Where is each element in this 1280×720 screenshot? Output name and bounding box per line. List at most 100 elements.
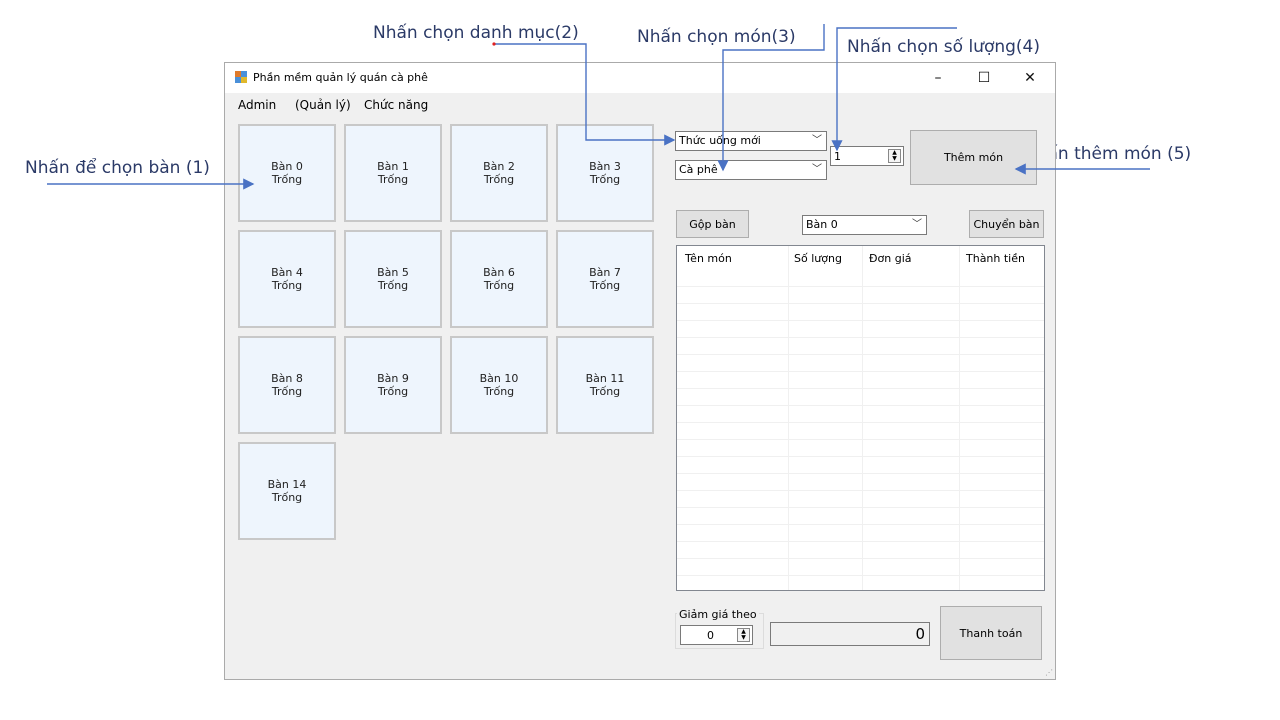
grid-line (677, 422, 1044, 423)
table-name: Bàn 2 (483, 160, 515, 173)
table-button[interactable]: Bàn 11 Trống (556, 336, 654, 434)
grid-line (677, 286, 1044, 287)
grid-line (677, 507, 1044, 508)
annotation-select-food: Nhấn chọn món(3) (637, 27, 796, 47)
menu-bar: Admin (Quản lý) Chức năng (225, 93, 1055, 115)
category-select-value: Thức uống mới (679, 134, 761, 147)
column-header[interactable]: Tên món (685, 252, 732, 265)
grid-line (677, 575, 1044, 576)
minimize-button[interactable]: – (934, 70, 942, 86)
table-status: Trống (483, 173, 515, 186)
grid-line (677, 337, 1044, 338)
table-name: Bàn 14 (267, 478, 307, 491)
column-divider (862, 246, 863, 590)
grid-line (677, 439, 1044, 440)
column-header[interactable]: Thành tiền (966, 252, 1025, 265)
switch-table-select-value: Bàn 0 (806, 218, 838, 231)
table-name: Bàn 9 (377, 372, 409, 385)
grid-line (677, 558, 1044, 559)
food-select-value: Cà phê (679, 163, 718, 176)
table-status: Trống (271, 279, 303, 292)
table-status: Trống (271, 491, 303, 504)
table-status: Trống (483, 385, 515, 398)
maximize-button[interactable]: ☐ (977, 70, 991, 86)
table-name: Bàn 11 (585, 372, 625, 385)
app-icon (235, 71, 247, 83)
table-button[interactable]: Bàn 8 Trống (238, 336, 336, 434)
resize-grip-icon[interactable]: ⋰ (1045, 668, 1053, 677)
merge-table-button[interactable]: Gộp bàn (676, 210, 749, 238)
column-divider (788, 246, 789, 590)
table-button[interactable]: Bàn 14 Trống (238, 442, 336, 540)
annotation-add-food: Nhấn thêm món (5) (1024, 144, 1192, 164)
grid-line (677, 405, 1044, 406)
grid-line (677, 303, 1044, 304)
chevron-down-icon: ﹀ (812, 164, 822, 175)
column-header[interactable]: Số lượng (794, 252, 842, 265)
grid-line (677, 490, 1044, 491)
menu-functions[interactable]: Chức năng (364, 98, 429, 112)
grid-line (677, 320, 1044, 321)
grid-line (677, 473, 1044, 474)
table-name: Bàn 3 (589, 160, 621, 173)
table-status: Trống (589, 173, 621, 186)
discount-label: Giảm giá theo (677, 608, 759, 621)
table-button[interactable]: Bàn 7 Trống (556, 230, 654, 328)
switch-table-button[interactable]: Chuyển bàn (969, 210, 1044, 238)
table-name: Bàn 5 (377, 266, 409, 279)
food-select[interactable]: Cà phê ﹀ (675, 160, 827, 180)
app-window: Phần mềm quản lý quán cà phê – ☐ ✕ Admin… (224, 62, 1056, 680)
discount-value: 0 (707, 629, 714, 642)
table-status: Trống (271, 173, 303, 186)
chevron-down-icon: ﹀ (812, 135, 822, 146)
category-select[interactable]: Thức uống mới ﹀ (675, 131, 827, 151)
table-status: Trống (589, 279, 621, 292)
stepper-arrows-icon[interactable]: ▲▼ (737, 628, 750, 642)
grid-line (677, 388, 1044, 389)
table-name: Bàn 8 (271, 372, 303, 385)
column-divider (959, 246, 960, 590)
grid-line (677, 371, 1044, 372)
bill-list[interactable]: Tên món Số lượng Đơn giá Thành tiền (676, 245, 1045, 591)
table-button[interactable]: Bàn 6 Trống (450, 230, 548, 328)
add-food-button[interactable]: Thêm món (910, 130, 1037, 185)
table-name: Bàn 1 (377, 160, 409, 173)
annotation-select-table: Nhấn để chọn bàn (1) (25, 158, 210, 178)
table-status: Trống (483, 279, 515, 292)
table-button[interactable]: Bàn 10 Trống (450, 336, 548, 434)
table-name: Bàn 0 (271, 160, 303, 173)
table-button[interactable]: Bàn 5 Trống (344, 230, 442, 328)
table-button[interactable]: Bàn 3 Trống (556, 124, 654, 222)
table-button[interactable]: Bàn 0 Trống (238, 124, 336, 222)
table-name: Bàn 7 (589, 266, 621, 279)
annotation-select-quantity: Nhấn chọn số lượng(4) (847, 37, 1040, 57)
column-header[interactable]: Đơn giá (869, 252, 912, 265)
table-name: Bàn 10 (479, 372, 519, 385)
stepper-arrows-icon[interactable]: ▲▼ (888, 149, 901, 163)
switch-table-select[interactable]: Bàn 0 ﹀ (802, 215, 927, 235)
total-price-field: 0 (770, 622, 930, 646)
chevron-down-icon: ﹀ (912, 219, 922, 230)
table-button[interactable]: Bàn 2 Trống (450, 124, 548, 222)
table-name: Bàn 4 (271, 266, 303, 279)
window-title: Phần mềm quản lý quán cà phê (253, 71, 428, 84)
grid-line (677, 541, 1044, 542)
quantity-stepper[interactable]: 1 ▲▼ (830, 146, 904, 166)
menu-admin[interactable]: Admin (238, 98, 277, 112)
close-button[interactable]: ✕ (1024, 70, 1036, 86)
table-status: Trống (377, 173, 409, 186)
checkout-button[interactable]: Thanh toán (940, 606, 1042, 660)
title-bar: Phần mềm quản lý quán cà phê – ☐ ✕ (225, 63, 1055, 93)
discount-stepper[interactable]: 0 ▲▼ (680, 625, 753, 645)
table-status: Trống (377, 279, 409, 292)
table-button[interactable]: Bàn 9 Trống (344, 336, 442, 434)
quantity-value: 1 (834, 150, 841, 163)
grid-line (677, 354, 1044, 355)
grid-line (677, 456, 1044, 457)
table-button[interactable]: Bàn 1 Trống (344, 124, 442, 222)
table-name: Bàn 6 (483, 266, 515, 279)
menu-manage[interactable]: (Quản lý) (295, 98, 351, 112)
table-button[interactable]: Bàn 4 Trống (238, 230, 336, 328)
table-status: Trống (589, 385, 621, 398)
annotation-select-category: Nhấn chọn danh mục(2) (373, 23, 579, 43)
